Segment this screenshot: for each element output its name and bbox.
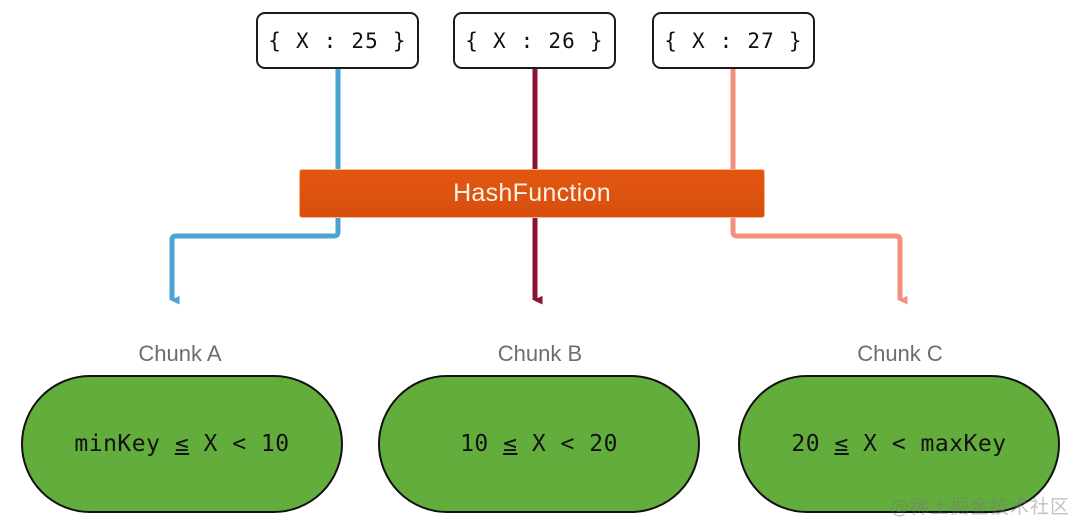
chunk-c-range-pill[interactable]: 20 ≤ X < maxKey [738, 375, 1060, 513]
document-box-x-27[interactable]: { X : 27 } [652, 12, 815, 69]
chunk-c-le-operator: ≤ [834, 431, 849, 457]
chunk-a-range-middle: X < 10 [189, 431, 290, 457]
chunk-b-range-prefix: 10 [460, 431, 504, 457]
chunk-c-range-text: 20 ≤ X < maxKey [791, 431, 1006, 457]
chunk-b-label: Chunk B [460, 341, 620, 367]
hash-function-box[interactable]: HashFunction [299, 169, 765, 218]
arrow-hash-to-chunk-a [169, 217, 341, 300]
arrow-hash-to-chunk-c [730, 217, 900, 300]
chunk-c-label: Chunk C [820, 341, 980, 367]
chunk-a-le-operator: ≤ [174, 431, 190, 457]
document-box-x-25[interactable]: { X : 25 } [256, 12, 419, 69]
chunk-a-range-prefix: minKey [74, 431, 175, 457]
chunk-b-range-middle: X < 20 [517, 431, 618, 457]
chunk-a-label: Chunk A [100, 341, 260, 367]
chunk-b-le-operator: ≤ [503, 431, 518, 457]
chunk-b-range-pill[interactable]: 10 ≤ X < 20 [378, 375, 700, 513]
chunk-label-text: Chunk A [138, 341, 222, 366]
chunk-a-range-text: minKey ≤ X < 10 [74, 431, 289, 457]
chunk-b-range-text: 10 ≤ X < 20 [460, 431, 618, 457]
chunk-label-text: Chunk C [857, 341, 943, 366]
hash-function-label: HashFunction [453, 179, 611, 207]
document-box-x-26[interactable]: { X : 26 } [453, 12, 616, 69]
document-text: { X : 26 } [465, 28, 604, 53]
document-text: { X : 27 } [664, 28, 803, 53]
chunk-c-range-middle: X < maxKey [848, 431, 1007, 457]
chunk-label-text: Chunk B [497, 341, 583, 366]
watermark: @稀土掘金技术社区 [889, 496, 1070, 518]
document-text: { X : 25 } [268, 28, 407, 53]
chunk-c-range-prefix: 20 [791, 431, 835, 457]
chunk-a-range-pill[interactable]: minKey ≤ X < 10 [21, 375, 343, 513]
